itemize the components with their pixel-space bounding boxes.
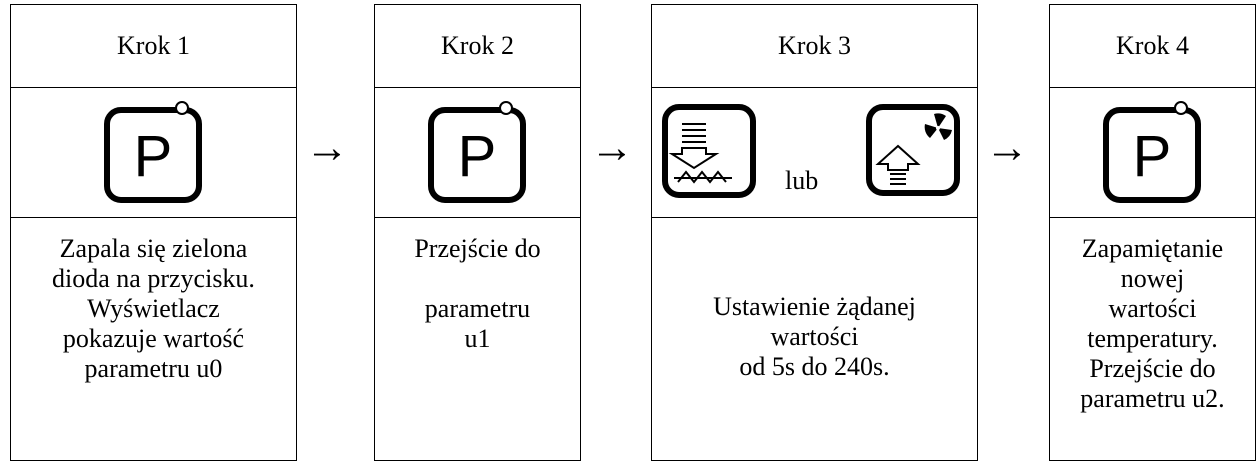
step-3-line-3: od 5s do 240s.: [739, 352, 890, 381]
p-button-icon: P: [1103, 101, 1201, 203]
step-4-line-2: nowej: [1120, 264, 1185, 293]
p-button-icon: P: [104, 101, 202, 203]
step-3-title: Krok 3: [652, 5, 977, 88]
step-4-line-6: parametru u2.: [1080, 384, 1225, 413]
step-4-line-3: wartości: [1108, 294, 1197, 323]
step-2-text: Przejście do parametru u1: [375, 218, 580, 460]
step-2-icon-area: P: [375, 88, 580, 218]
arrow-1: →: [305, 123, 349, 172]
step-2-box: Krok 2 P Przejście do parametru u1: [374, 4, 581, 461]
step-2-line-1: Przejście do: [414, 234, 541, 263]
connector-lub: lub: [785, 166, 819, 195]
step-1-icon-area: P: [11, 88, 296, 218]
p-letter: P: [134, 124, 173, 189]
step-3-line-2: wartości: [770, 322, 859, 351]
step-4-icon-area: P: [1050, 88, 1255, 218]
step-4-line-1: Zapamiętanie: [1081, 234, 1224, 263]
p-button-icon: P: [428, 101, 526, 203]
step-3-box: Krok 3 lub Ustawienie żądan: [651, 4, 978, 461]
step-4-box: Krok 4 P Zapamiętanie nowej wartości tem…: [1049, 4, 1256, 461]
step-1-text: Zapala się zielona dioda na przycisku. W…: [11, 218, 296, 460]
step-1-line-1: Zapala się zielona: [59, 234, 248, 263]
step-4-line-5: Przejście do: [1089, 354, 1216, 383]
down-arrow-button-icon: [662, 104, 756, 198]
step-1-line-4: pokazuje wartość: [62, 324, 245, 353]
step-1-box: Krok 1 P Zapala się zielona dioda na prz…: [10, 4, 297, 461]
up-arrow-fan-button-icon: [866, 104, 960, 196]
arrow-2: →: [590, 123, 634, 172]
step-1-line-5: parametru u0: [84, 354, 223, 383]
step-4-text: Zapamiętanie nowej wartości temperatury.…: [1050, 218, 1255, 460]
step-4-title: Krok 4: [1050, 5, 1255, 88]
step-4-line-4: temperatury.: [1087, 324, 1218, 353]
step-3-line-1: Ustawienie żądanej: [713, 292, 916, 321]
step-2-title: Krok 2: [375, 5, 580, 88]
p-letter: P: [1133, 124, 1172, 189]
step-1-title: Krok 1: [11, 5, 296, 88]
step-2-line-4: u1: [464, 324, 491, 353]
step-2-line-3: parametru: [424, 294, 531, 323]
step-3-text: Ustawienie żądanej wartości od 5s do 240…: [652, 218, 977, 460]
arrow-3: →: [985, 123, 1029, 172]
step-1-line-3: Wyświetlacz: [87, 294, 220, 323]
step-3-icon-area: lub: [652, 88, 977, 218]
step-1-line-2: dioda na przycisku.: [52, 264, 255, 293]
p-letter: P: [458, 124, 497, 189]
